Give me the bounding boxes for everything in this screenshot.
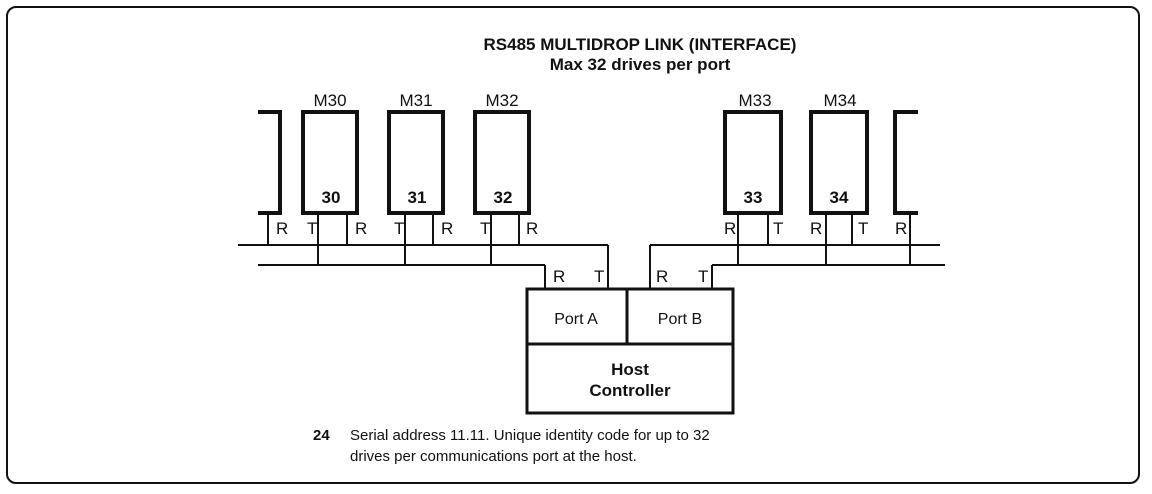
host-label-line1: Host <box>611 360 649 379</box>
pin-t: T <box>858 219 868 238</box>
partial-drive-right <box>893 110 918 215</box>
pin-r: R <box>441 219 453 238</box>
caption-line2: drives per communications port at the ho… <box>350 448 637 465</box>
drive-m30: M30 30 <box>301 91 359 215</box>
drive-label: M31 <box>399 91 432 110</box>
host-pin-b-t: T <box>698 267 708 286</box>
partial-drive-left <box>258 110 282 215</box>
diagram-frame <box>6 6 1140 484</box>
pin-r: R <box>355 219 367 238</box>
drive-box <box>723 110 783 215</box>
drops-right: R T R T R <box>724 213 911 265</box>
port-a-label: Port A <box>554 311 598 328</box>
drive-m33: M33 33 <box>723 91 783 215</box>
drive-label: M33 <box>738 91 771 110</box>
pin-r: R <box>895 219 907 238</box>
port-b-label: Port B <box>658 311 702 328</box>
drive-number: 31 <box>408 188 427 207</box>
pin-t: T <box>307 219 317 238</box>
drive-label: M32 <box>485 91 518 110</box>
drive-m34: M34 34 <box>809 91 869 215</box>
pin-r: R <box>276 219 288 238</box>
drive-number: 33 <box>744 188 763 207</box>
drive-m31: M31 31 <box>387 91 445 215</box>
drive-number: 32 <box>494 188 513 207</box>
drive-m32: M32 32 <box>473 91 531 215</box>
pin-t: T <box>394 219 404 238</box>
drive-box <box>473 110 531 215</box>
diagram-title: RS485 MULTIDROP LINK (INTERFACE) <box>484 35 797 54</box>
diagram-subtitle: Max 32 drives per port <box>550 55 731 74</box>
drive-box <box>387 110 445 215</box>
drive-number: 30 <box>322 188 341 207</box>
drive-number: 34 <box>830 188 849 207</box>
caption-line1: Serial address 11.11. Unique identity co… <box>350 427 710 444</box>
drive-label: M34 <box>823 91 856 110</box>
host-pin-a-r: R <box>553 267 565 286</box>
host-box <box>525 287 735 415</box>
pin-t: T <box>480 219 490 238</box>
pin-r: R <box>526 219 538 238</box>
host-controller: Port A Port B Host Controller <box>525 287 735 415</box>
drive-label: M30 <box>313 91 346 110</box>
pin-r: R <box>810 219 822 238</box>
drops-left: R T R T R T R <box>267 213 538 265</box>
drive-box <box>301 110 359 215</box>
host-label-line2: Controller <box>589 381 671 400</box>
host-pin-a-t: T <box>594 267 604 286</box>
drive-box <box>809 110 869 215</box>
host-pin-b-r: R <box>656 267 668 286</box>
pin-r: R <box>724 219 736 238</box>
pin-t: T <box>773 219 783 238</box>
caption-number: 24 <box>313 427 330 444</box>
